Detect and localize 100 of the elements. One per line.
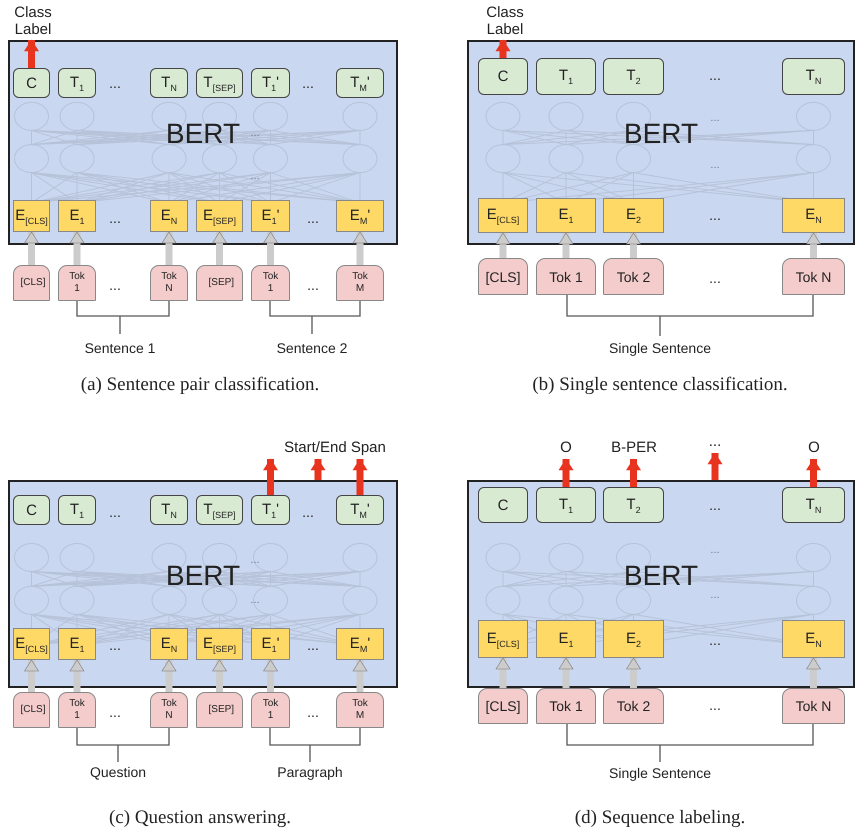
input-token-box: Tok 1 [251,692,290,728]
arrow [806,232,821,258]
input-token-box: [CLS] [13,265,50,301]
embedding-box: E$_{N}$ [782,620,845,658]
caption: (c) Question answering. [108,807,292,828]
text-label: ... [302,504,314,520]
input-token-box: Tok 1 [251,265,290,301]
arrow [806,658,821,688]
arrow [263,660,278,692]
text-label: Paragraph [277,764,343,780]
text-label: ... [710,544,720,556]
output-label: Start/End Span [262,437,408,459]
caption: (d) Sequence labeling. [574,807,746,828]
output-token-box: T$_{2}$ [603,58,664,95]
arrow [558,658,574,688]
caption: (a) Sentence pair classification. [80,374,320,396]
embedding-box: E$_{2}$ [603,620,664,658]
arrow [70,660,84,692]
input-token-box: Tok 2 [603,258,664,295]
text-label: ... [109,75,121,91]
text-label: Question [90,764,146,780]
arrow [212,660,227,692]
input-token-box: Tok 1 [58,265,96,301]
arrow [352,660,368,692]
embedding-box: E$_{[CLS]}$ [478,198,528,233]
text-label: ... [302,75,314,91]
arrow [626,658,641,688]
output-token-box: T$_{[SEP]}$ [196,68,243,98]
text-label: ... [709,632,721,648]
embedding-box: E$_{N}$ [150,200,188,232]
input-token-box: Tok N [782,688,845,724]
arrow [263,458,278,495]
text-label: ... [709,67,721,83]
arrow [708,452,722,480]
arrow [352,458,368,495]
output-token-box: T$_{M}$' [336,495,384,525]
output-token-box: C [13,68,50,98]
arrow [558,232,574,258]
embedding-box: E$_{[CLS]}$ [478,620,528,658]
output-token-box: C [478,487,528,523]
output-token-box: T$_{1}$ [536,487,596,523]
arrow [310,458,326,480]
text-label: ... [710,112,720,124]
embedding-box: E$_{1}$ [58,200,96,232]
text-label: ... [109,637,121,653]
input-token-box: Tok 2 [603,688,664,724]
input-token-box: Tok N [150,265,188,301]
input-token-box: [CLS] [478,688,528,724]
input-token-box: [CLS] [13,692,50,728]
arrow [162,660,176,692]
embedding-box: E$_{[SEP]}$ [196,628,243,660]
output-token-box: T$_{1}$' [251,495,290,525]
text-label: ... [709,497,721,513]
input-token-box: [SEP] [196,692,243,728]
embedding-box: E$_{N}$ [150,628,188,660]
arrow [496,658,510,688]
text-label: ... [307,210,319,226]
text-label: ... [250,170,260,182]
output-token-box: T$_{1}$ [58,68,96,98]
text-label: Sentence 2 [276,340,348,356]
text-label: ... [250,554,260,566]
arrow [496,232,510,258]
embedding-box: E$_{2}$ [603,198,664,233]
output-token-box: T$_{N}$ [150,495,188,525]
output-label: ... [702,431,728,453]
embedding-box: E$_{M}$' [336,200,384,232]
text-label: ... [109,210,121,226]
text-label: Single Sentence [609,340,711,356]
arrow [24,40,39,68]
output-token-box: T$_{[SEP]}$ [196,495,243,525]
output-token-box: T$_{2}$ [603,487,664,523]
input-token-box: [SEP] [196,265,243,301]
input-token-box: Tok N [782,258,845,295]
text-label: ... [250,127,260,139]
arrow [24,660,39,692]
embedding-box: E$_{[CLS]}$ [13,628,50,660]
text-label: ... [709,270,721,286]
embedding-box: E$_{M}$' [336,628,384,660]
embedding-box: E$_{1}$ [58,628,96,660]
arrow [162,232,176,265]
arrow [558,458,574,487]
output-label: O [553,437,579,459]
arrow [70,232,84,265]
text-label: ... [710,159,720,171]
input-token-box: Tok 1 [58,692,96,728]
text-label: ... [307,704,319,720]
output-token-box: T$_{N}$ [782,487,845,523]
text-label: Sentence 1 [84,340,156,356]
text-label: Single Sentence [609,765,711,781]
input-token-box: Tok 1 [536,258,596,295]
output-token-box: T$_{M}$' [336,68,384,98]
arrow [263,232,278,265]
text-label: ... [109,704,121,720]
input-token-box: Tok N [150,692,188,728]
output-label: Class Label [478,2,532,40]
arrow [806,458,821,487]
arrow [212,232,227,265]
arrow [626,232,641,258]
embedding-box: E$_{N}$ [782,198,845,233]
text-label: ... [109,277,121,293]
